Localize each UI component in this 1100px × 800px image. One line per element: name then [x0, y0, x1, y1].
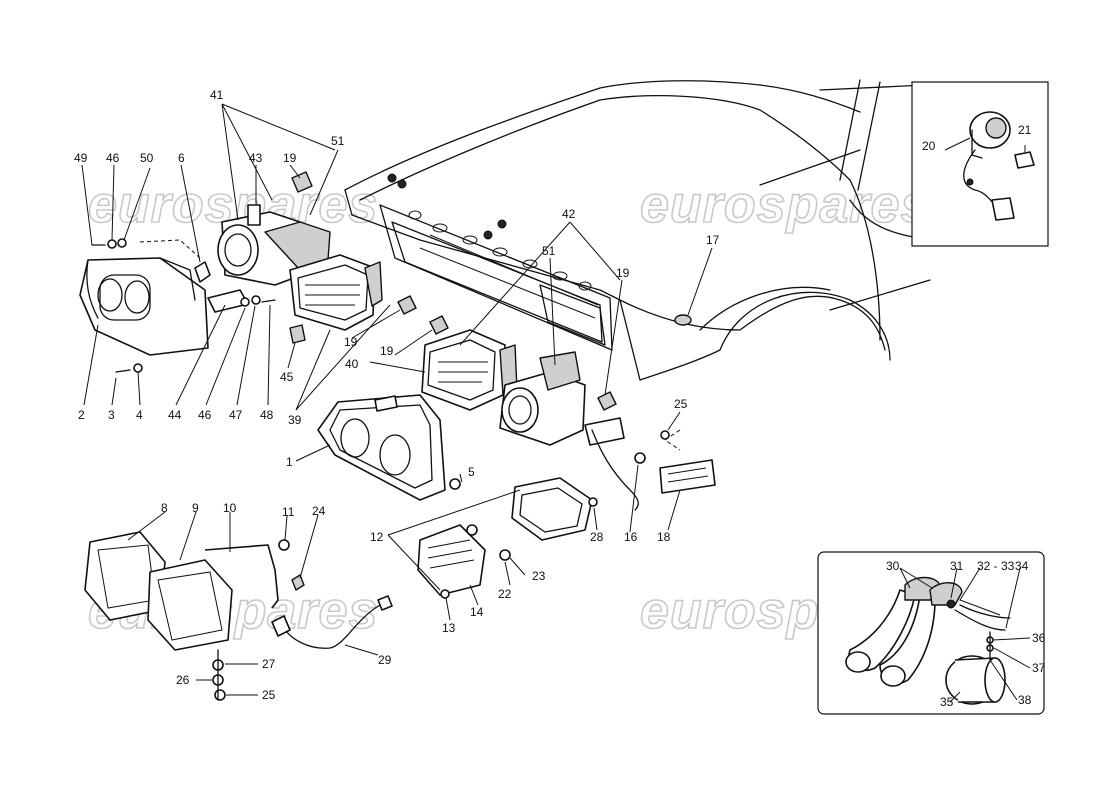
- bulb-connectors: [291, 171, 617, 411]
- grille-holes: [408, 210, 592, 291]
- label-46-bottom: 46: [198, 408, 212, 422]
- label-18: 18: [657, 530, 671, 544]
- headlamp-surround-left: [79, 257, 209, 356]
- small-parts-left: [91, 238, 306, 373]
- label-45: 45: [280, 370, 294, 384]
- label-8: 8: [161, 501, 168, 515]
- label-42: 42: [562, 207, 576, 221]
- headlamp-unit-lower-left: [289, 254, 383, 331]
- label-24: 24: [312, 504, 326, 518]
- label-20: 20: [922, 139, 936, 153]
- label-25-right: 25: [674, 397, 688, 411]
- label-47: 47: [229, 408, 243, 422]
- indicator-cluster: [417, 417, 716, 599]
- label-9: 9: [192, 501, 199, 515]
- label-13: 13: [442, 621, 456, 635]
- label-4: 4: [136, 408, 143, 422]
- label-16: 16: [624, 530, 638, 544]
- label-6: 6: [178, 151, 185, 165]
- watermark-top-right: eurospares: [640, 176, 930, 234]
- label-51-right: 51: [542, 244, 556, 258]
- label-51-top: 51: [331, 134, 345, 148]
- label-34: 34: [1015, 559, 1029, 573]
- label-43: 43: [249, 151, 263, 165]
- label-10: 10: [223, 501, 237, 515]
- part-labels: 41 51 49 46 50 6 43 19 2 3 4 44 46 47 48…: [74, 88, 1046, 709]
- label-48: 48: [260, 408, 274, 422]
- label-22: 22: [498, 587, 512, 601]
- label-3: 3: [108, 408, 115, 422]
- label-19-mid: 19: [344, 335, 358, 349]
- label-21: 21: [1018, 123, 1032, 137]
- label-32-33: 32 - 33: [977, 559, 1015, 573]
- label-2: 2: [78, 408, 85, 422]
- label-29: 29: [378, 653, 392, 667]
- headlamp-unit-lower-right: [499, 351, 586, 446]
- label-12: 12: [370, 530, 384, 544]
- label-5: 5: [468, 465, 475, 479]
- label-30: 30: [886, 559, 900, 573]
- headlamp-surround-right: [317, 394, 446, 501]
- label-11: 11: [282, 505, 295, 519]
- headlamp-unit-upper-right: [421, 329, 518, 411]
- label-35: 35: [940, 695, 954, 709]
- side-grommet: [674, 314, 692, 326]
- label-49: 49: [74, 151, 88, 165]
- label-19-top: 19: [283, 151, 297, 165]
- label-19-right: 19: [616, 266, 630, 280]
- label-41: 41: [210, 88, 224, 102]
- label-40: 40: [345, 357, 359, 371]
- inset-horn-bulb: [911, 81, 1049, 247]
- headlamp-unit-upper-left: [217, 204, 331, 286]
- label-37: 37: [1032, 661, 1046, 675]
- car-body-outline: [344, 79, 931, 381]
- label-23: 23: [532, 569, 546, 583]
- fog-lamp-assembly: [84, 531, 393, 701]
- label-25-bottom: 25: [262, 688, 276, 702]
- label-38: 38: [1018, 693, 1032, 707]
- leader-lines: [81, 103, 1031, 703]
- label-1: 1: [286, 455, 293, 469]
- label-31: 31: [950, 559, 964, 573]
- label-17: 17: [706, 233, 720, 247]
- inset-horn-assembly: [817, 551, 1045, 715]
- label-50: 50: [140, 151, 154, 165]
- label-26: 26: [176, 673, 190, 687]
- label-44: 44: [168, 408, 182, 422]
- label-36: 36: [1032, 631, 1046, 645]
- label-39: 39: [288, 413, 302, 427]
- label-28: 28: [590, 530, 604, 544]
- label-27: 27: [262, 657, 276, 671]
- label-14: 14: [470, 605, 484, 619]
- label-46-top: 46: [106, 151, 120, 165]
- label-19-lower: 19: [380, 344, 394, 358]
